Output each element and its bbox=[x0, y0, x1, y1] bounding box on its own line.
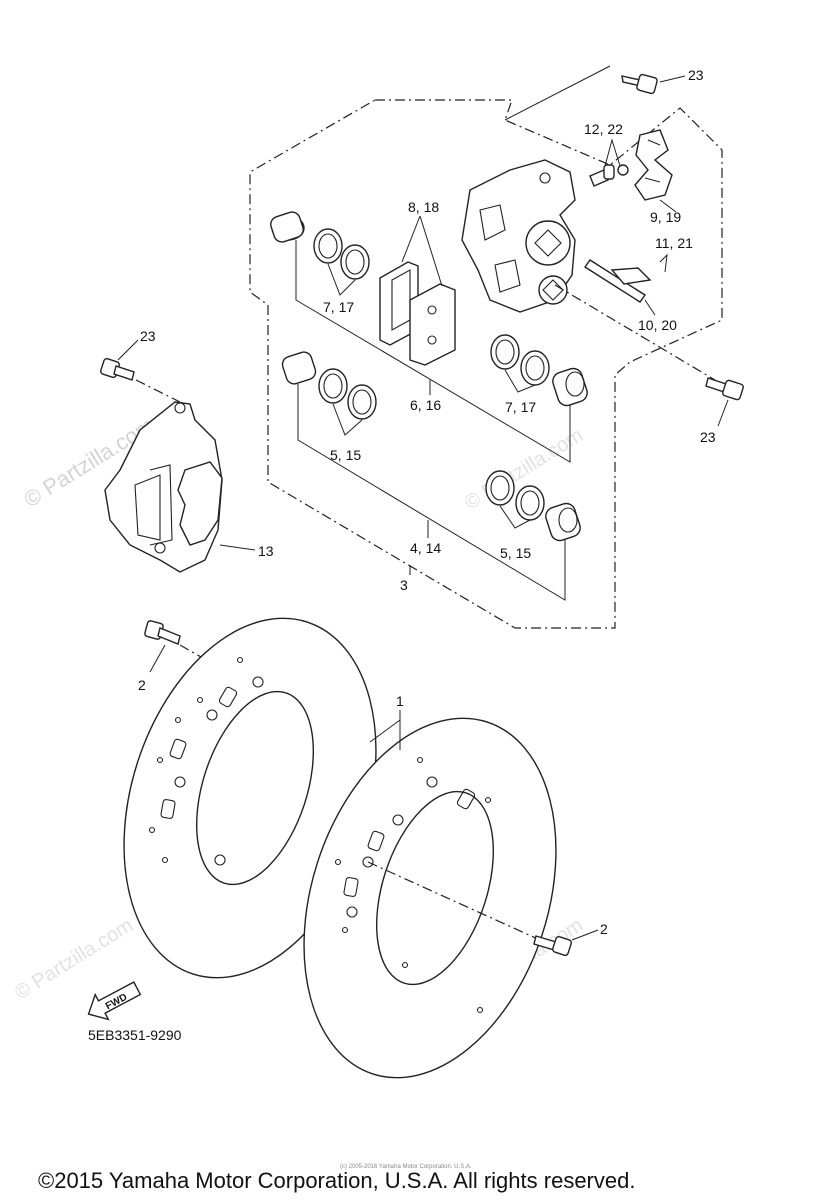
bolt-23-right[interactable] bbox=[705, 377, 744, 401]
leader-8-18 bbox=[401, 215, 443, 287]
disc-bolt-2-right[interactable] bbox=[533, 935, 573, 957]
leader-9-19 bbox=[659, 199, 677, 213]
caliper-assembly-boundary bbox=[249, 99, 723, 629]
leader-13 bbox=[219, 544, 256, 551]
callout-3: 3 bbox=[400, 577, 408, 593]
callout-2-left: 2 bbox=[138, 677, 146, 693]
leader-7-17-top bbox=[327, 263, 356, 296]
pad-spring-9-19[interactable] bbox=[634, 129, 673, 201]
callout-2-right: 2 bbox=[600, 921, 608, 937]
caliper-body-top[interactable] bbox=[461, 159, 576, 313]
callout-8-18: 8, 18 bbox=[408, 199, 439, 215]
forward-direction-arrow: FWD bbox=[87, 981, 142, 1021]
seal-5-15-right-a[interactable] bbox=[485, 470, 515, 506]
axis-line-right bbox=[554, 284, 716, 381]
callout-1: 1 bbox=[396, 693, 404, 709]
leader-5-15-left bbox=[332, 403, 363, 436]
callout-6-16: 6, 16 bbox=[410, 397, 441, 413]
piston-4-14-left[interactable] bbox=[280, 350, 317, 386]
leader-2-right bbox=[571, 929, 599, 941]
leader-1 bbox=[369, 710, 401, 750]
seal-7-17-mid-b[interactable] bbox=[520, 350, 550, 386]
callout-23-right: 23 bbox=[700, 429, 716, 445]
leader-23-top bbox=[659, 75, 686, 83]
seal-7-17-top-b[interactable] bbox=[340, 244, 370, 280]
seal-7-17-mid-a[interactable] bbox=[490, 334, 520, 370]
axis-line-left bbox=[135, 379, 181, 403]
disc-bolt-2-left[interactable] bbox=[144, 620, 181, 645]
leader-23-top-boundary bbox=[504, 65, 611, 121]
leader-23-left bbox=[117, 339, 139, 361]
callout-12-22: 12, 22 bbox=[584, 121, 623, 137]
caliper-13[interactable] bbox=[104, 401, 223, 573]
callout-7-17-top: 7, 17 bbox=[323, 299, 354, 315]
piston-4-14-right[interactable] bbox=[543, 501, 582, 543]
leader-11-21 bbox=[659, 253, 668, 273]
callout-23-top: 23 bbox=[688, 67, 704, 83]
piston-6-16-top[interactable] bbox=[269, 210, 306, 244]
callout-5-15-right: 5, 15 bbox=[500, 545, 531, 561]
diagram-code: 5EB3351-9290 bbox=[88, 1027, 182, 1043]
brake-pad-rear-8-18[interactable] bbox=[409, 283, 456, 366]
leader-2-left bbox=[149, 644, 166, 673]
leader-5-15-right bbox=[499, 505, 531, 529]
bleeder-screw-12-22[interactable] bbox=[589, 164, 629, 187]
tiny-copyright-notice: (c) 2005-2016 Yamaha Motor Corporation, … bbox=[340, 1164, 472, 1170]
callout-9-19: 9, 19 bbox=[650, 209, 681, 225]
pad-pin-clip-11-21[interactable] bbox=[610, 267, 652, 285]
footer-copyright: ©2015 Yamaha Motor Corporation, U.S.A. A… bbox=[38, 1168, 635, 1193]
callout-13: 13 bbox=[258, 543, 274, 559]
leader-10-20 bbox=[644, 299, 656, 316]
bolt-23-top[interactable] bbox=[621, 73, 658, 95]
leader-7-17-mid bbox=[504, 369, 536, 393]
fwd-label: FWD bbox=[104, 992, 129, 1012]
axis-line-disc-right bbox=[367, 861, 541, 941]
callout-11-21: 11, 21 bbox=[655, 235, 693, 251]
leader-4-14-bracket bbox=[297, 384, 566, 601]
leader-6-16-bracket bbox=[295, 240, 571, 463]
seal-5-15-left-b[interactable] bbox=[347, 384, 377, 420]
seal-5-15-left-a[interactable] bbox=[318, 368, 348, 404]
callout-7-17-mid: 7, 17 bbox=[505, 399, 536, 415]
seal-5-15-right-b[interactable] bbox=[515, 485, 545, 521]
callout-5-15-left: 5, 15 bbox=[330, 447, 361, 463]
bolt-23-left[interactable] bbox=[99, 357, 135, 381]
leader-12-22 bbox=[604, 138, 621, 167]
callout-10-20: 10, 20 bbox=[638, 317, 677, 333]
callout-23-left: 23 bbox=[140, 328, 156, 344]
seal-7-17-top-a[interactable] bbox=[313, 228, 343, 264]
leader-23-right bbox=[717, 399, 729, 427]
callout-4-14: 4, 14 bbox=[410, 540, 441, 556]
piston-6-16-mid[interactable] bbox=[550, 366, 589, 408]
brake-disc-right[interactable] bbox=[261, 686, 600, 1111]
